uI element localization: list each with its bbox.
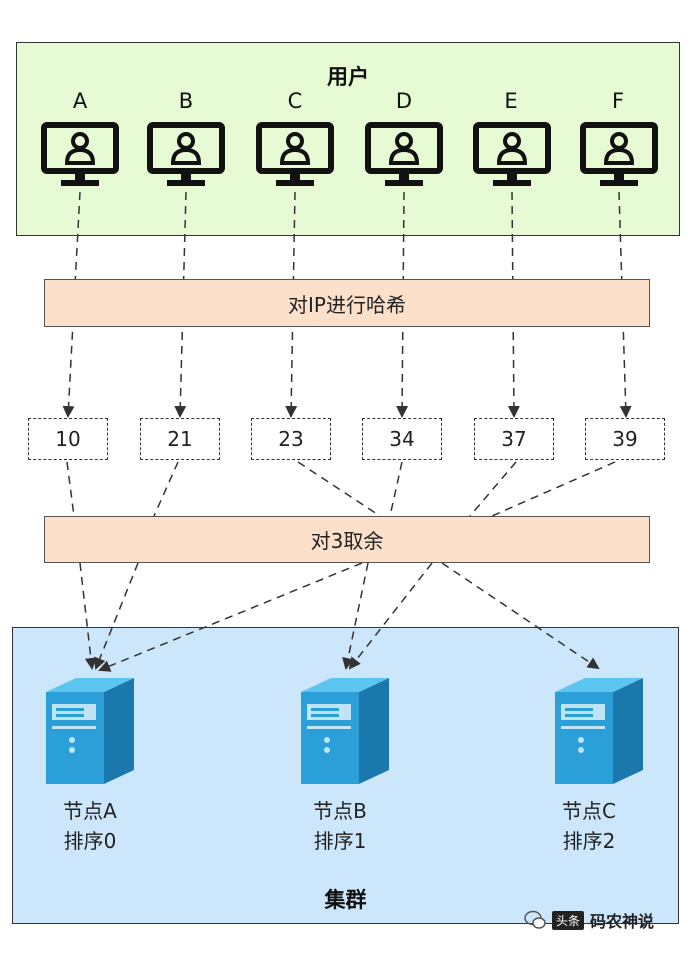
users-panel: 用户: [16, 42, 680, 236]
server-icon: [301, 678, 389, 784]
user-letter-f: F: [611, 89, 625, 113]
hash-value-box: 23: [251, 418, 331, 460]
node-order: 排序1: [313, 829, 367, 853]
node-label-a: 节点A 排序0: [30, 796, 150, 856]
node-order: 排序2: [562, 829, 616, 853]
user-letter-e: E: [504, 89, 518, 113]
server-icon: [555, 678, 643, 784]
hash-value-box: 37: [474, 418, 554, 460]
node-label-b: 节点B 排序1: [280, 796, 400, 856]
hash-value-box: 10: [28, 418, 108, 460]
node-name: 节点C: [562, 799, 616, 823]
node-name: 节点A: [63, 799, 117, 823]
user-letter-d: D: [395, 89, 413, 113]
users-title: 用户: [327, 65, 369, 89]
server-icon: [46, 678, 134, 784]
mod-step-bar: 对3取余: [44, 516, 650, 563]
watermark-text: 码农神说: [590, 912, 655, 931]
cluster-title: 集群: [324, 888, 367, 912]
user-monitor-icon: [473, 122, 551, 186]
user-monitor-icon: [147, 122, 225, 186]
hash-value-box: 21: [140, 418, 220, 460]
user-monitor-icon: [365, 122, 443, 186]
watermark-badge: 头条: [552, 910, 585, 930]
user-letter-c: C: [287, 89, 303, 113]
hash-step-bar: 对IP进行哈希: [44, 279, 650, 327]
user-letter-a: A: [72, 89, 88, 113]
node-name: 节点B: [313, 799, 367, 823]
user-monitor-icon: [41, 122, 119, 186]
user-letter-b: B: [178, 89, 194, 113]
user-monitor-icon: [256, 122, 334, 186]
node-order: 排序0: [63, 829, 117, 853]
node-label-c: 节点C 排序2: [529, 796, 649, 856]
wechat-icon: [524, 910, 546, 929]
hash-value-box: 39: [585, 418, 665, 460]
user-monitor-icon: [580, 122, 658, 186]
hash-value-box: 34: [362, 418, 442, 460]
watermark: 头条 码农神说: [524, 908, 654, 932]
